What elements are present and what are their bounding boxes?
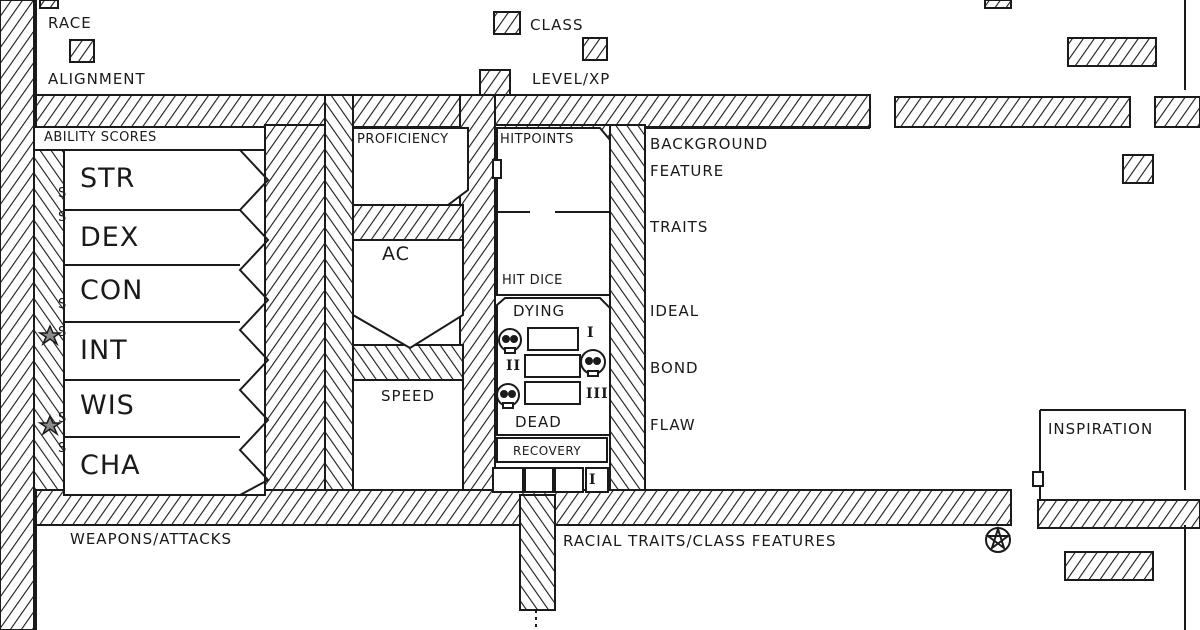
ac-label: AC (382, 243, 410, 265)
ability-str: STR (80, 163, 136, 194)
ability-cha: CHA (80, 450, 141, 481)
alignment-label: ALIGNMENT (48, 70, 146, 88)
roman-numeral: I (587, 325, 595, 341)
feature-label: FEATURE (650, 162, 725, 180)
skull-icons (496, 328, 606, 409)
ideal-label: IDEAL (650, 302, 700, 320)
save-mark: S (58, 441, 67, 456)
background-label: BACKGROUND (650, 135, 769, 153)
save-mark: S (58, 210, 67, 225)
dead-label: DEAD (515, 413, 562, 431)
roman-numeral: III (586, 386, 609, 402)
recovery-label: RECOVERY (513, 444, 582, 458)
pentagram-icon (985, 525, 1011, 553)
traits-label: TRAITS (650, 218, 709, 236)
ability-wis: WIS (80, 390, 135, 421)
dying-label: DYING (513, 302, 566, 320)
speed-label: SPEED (381, 387, 436, 405)
save-mark: S (58, 411, 67, 426)
ability-scores-label: ABILITY SCORES (44, 130, 157, 145)
proficiency-label: PROFICIENCY (357, 132, 449, 147)
inspiration-label: INSPIRATION (1048, 420, 1154, 438)
roman-numeral: I (589, 472, 597, 488)
roman-numeral: II (506, 358, 522, 374)
save-mark: S (58, 297, 67, 312)
class-label: CLASS (530, 16, 584, 34)
bond-label: BOND (650, 359, 699, 377)
racial-traits-class-features-label: RACIAL TRAITS/CLASS FEATURES (563, 532, 837, 550)
save-mark: S (58, 325, 67, 340)
save-mark: S (58, 186, 67, 201)
hit-dice-label: HIT DICE (502, 273, 563, 288)
hit-points-label: HITPOINTS (500, 132, 574, 147)
level-xp-label: LEVEL/XP (532, 70, 611, 88)
race-label: RACE (48, 14, 92, 32)
weapons-attacks-label: WEAPONS/ATTACKS (70, 530, 233, 548)
ability-con: CON (80, 275, 144, 306)
ability-dex: DEX (80, 222, 140, 253)
flaw-label: FLAW (650, 416, 696, 434)
ability-int: INT (80, 335, 128, 366)
